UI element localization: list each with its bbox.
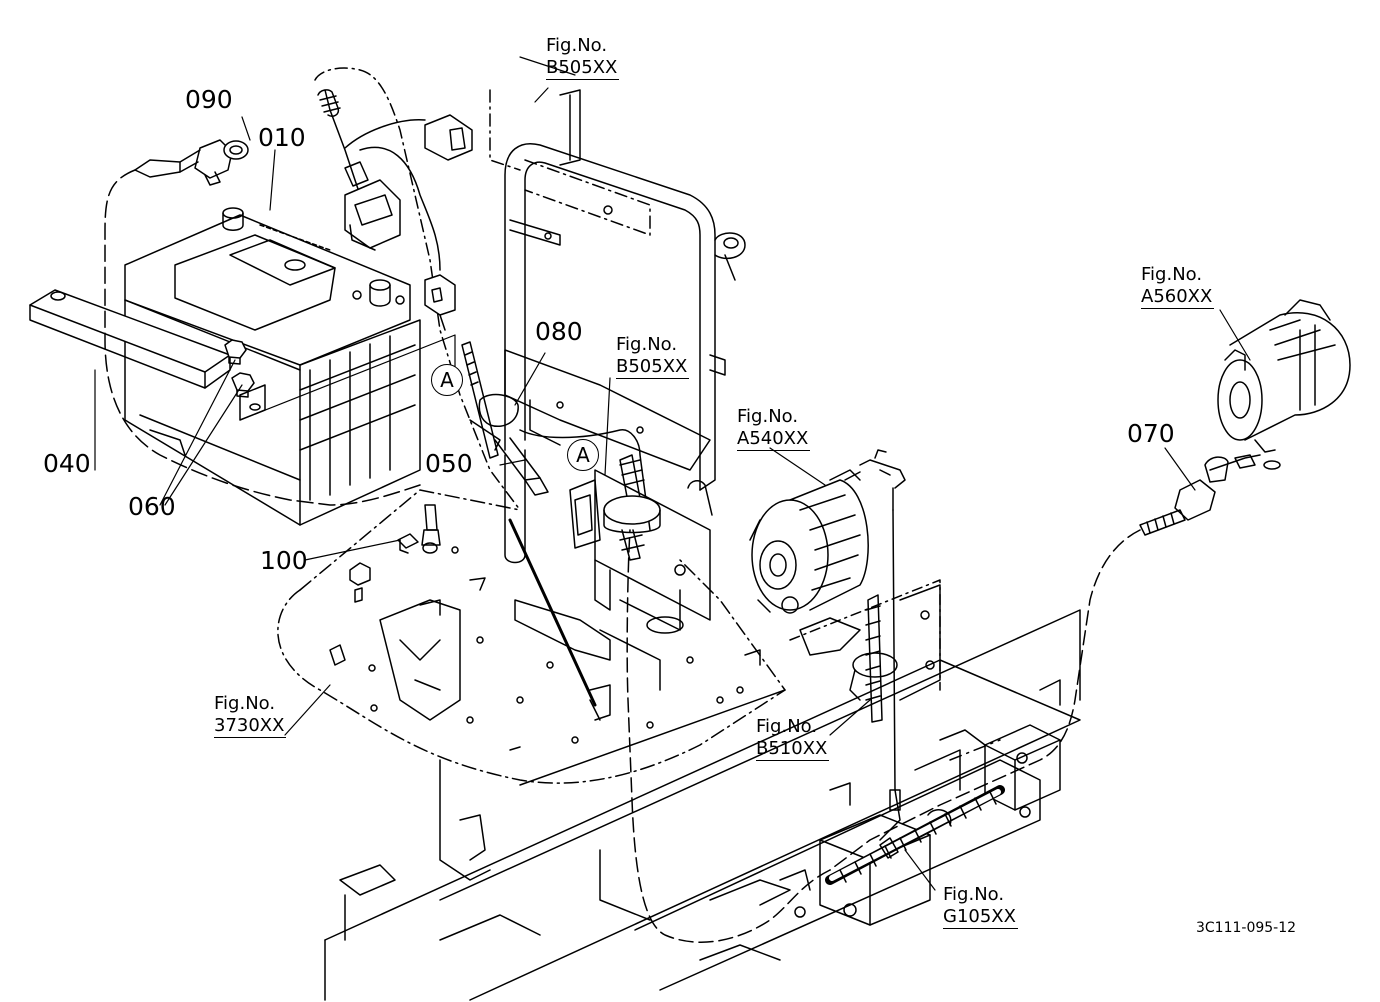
drawing-id: 3C111-095-12 <box>1196 920 1297 936</box>
fig-ref-b505-middle: Fig.No. B505XX <box>616 334 690 379</box>
part-callout-040: 040 <box>43 449 91 478</box>
floor-plate <box>277 489 786 786</box>
starter-cable <box>626 454 1261 943</box>
chassis-frame <box>324 579 1081 1001</box>
fig-ref-3730: Fig.No. 3730XX <box>214 693 287 738</box>
fig-ref-prefix: Fig.No. <box>943 884 1005 905</box>
fig-ref-code: G105XX <box>943 906 1018 929</box>
fig-ref-code: B510XX <box>756 738 830 761</box>
terminal-clamp <box>134 139 249 186</box>
fig-ref-code: 3730XX <box>214 715 287 738</box>
fig-ref-b505-top: Fig.No. B505XX <box>546 35 620 80</box>
fig-ref-prefix: Fig.No. <box>756 716 818 737</box>
part-callout-100: 100 <box>260 546 308 575</box>
part-callout-070: 070 <box>1127 419 1175 448</box>
fig-ref-prefix: Fig.No. <box>214 693 276 714</box>
part-callout-090: 090 <box>185 85 233 114</box>
part-callout-060: 060 <box>128 492 176 521</box>
fig-ref-g105: Fig.No. G105XX <box>943 884 1018 929</box>
fig-ref-a540: Fig.No. A540XX <box>737 406 811 451</box>
fig-ref-prefix: Fig.No. <box>1141 264 1203 285</box>
part-callout-080: 080 <box>535 317 583 346</box>
starter-motor <box>1217 299 1351 470</box>
positive-cable-harness <box>314 67 521 511</box>
fig-ref-prefix: Fig.No. <box>616 334 678 355</box>
fig-ref-prefix: Fig.No. <box>737 406 799 427</box>
fig-ref-code: B505XX <box>546 57 620 80</box>
solenoid-assembly <box>569 454 661 561</box>
alternator-wire <box>849 449 906 841</box>
fig-ref-prefix: Fig.No. <box>546 35 608 56</box>
bolts-and-clips <box>349 341 651 721</box>
connection-mark-a-right: A <box>567 439 599 471</box>
leader-lines <box>94 56 1251 891</box>
part-callout-050: 050 <box>425 449 473 478</box>
corrugated-tube <box>825 785 1005 885</box>
fig-ref-code: A560XX <box>1141 286 1215 309</box>
fig-ref-code: A540XX <box>737 428 811 451</box>
fig-ref-b510: Fig.No. B510XX <box>756 716 830 761</box>
seat-frame <box>489 89 746 691</box>
part-callout-010: 010 <box>258 123 306 152</box>
alternator <box>749 469 869 614</box>
fig-ref-code: B505XX <box>616 356 690 379</box>
fig-ref-a560: Fig.No. A560XX <box>1141 264 1215 309</box>
battery <box>124 207 421 526</box>
connection-mark-a-left: A <box>431 364 463 396</box>
negative-cable <box>104 169 421 506</box>
